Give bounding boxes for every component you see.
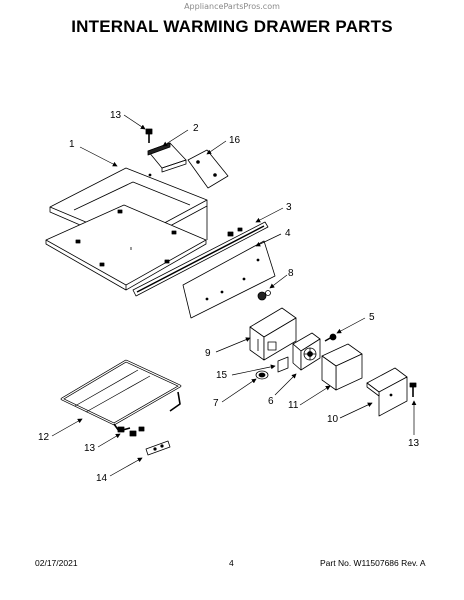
control-housing (249, 307, 297, 361)
callout-1: 1 (69, 139, 75, 150)
fan-cover (321, 343, 363, 391)
terminal-block (145, 440, 171, 456)
top-bracket (147, 142, 187, 173)
callout-6: 6 (268, 396, 274, 407)
cover-plate (187, 149, 229, 189)
callout-9: 9 (205, 348, 211, 359)
screw-lower-right (409, 382, 417, 397)
leader-lines (51, 114, 417, 477)
callout-2: 2 (193, 123, 199, 134)
small-bracket (277, 356, 289, 373)
screw-right (324, 333, 337, 342)
callout-labels: 13 2 16 1 3 4 8 5 9 15 6 7 11 10 13 12 1… (38, 110, 420, 484)
callout-3: 3 (286, 202, 292, 213)
callout-13-lower: 13 (84, 443, 96, 454)
thermostat (255, 370, 269, 380)
watermark: AppliancePartsPros.com (184, 2, 280, 11)
callout-7: 7 (213, 398, 219, 409)
callout-12: 12 (38, 432, 50, 443)
footer-page-number: 4 (229, 558, 234, 568)
heater-bracket (366, 367, 408, 417)
knob (257, 290, 271, 301)
callout-13-right: 13 (408, 438, 420, 449)
callout-13-top: 13 (110, 110, 122, 121)
front-rail (132, 221, 269, 297)
callout-4: 4 (285, 228, 291, 239)
callout-8: 8 (288, 268, 294, 279)
drawer-housing (45, 167, 208, 291)
callout-16: 16 (229, 135, 241, 146)
callout-5: 5 (369, 312, 375, 323)
callout-15: 15 (216, 370, 228, 381)
callout-11: 11 (288, 400, 299, 411)
footer-part-number: Part No. W11507686 Rev. A (320, 558, 426, 568)
page-title: INTERNAL WARMING DRAWER PARTS (71, 17, 393, 36)
rear-panel (182, 240, 276, 319)
screw-lower-left (117, 426, 145, 437)
fan-assembly (292, 332, 321, 371)
callout-14: 14 (96, 473, 108, 484)
screw-top (145, 128, 153, 143)
callout-10: 10 (327, 414, 339, 425)
footer-date: 02/17/2021 (35, 558, 78, 568)
